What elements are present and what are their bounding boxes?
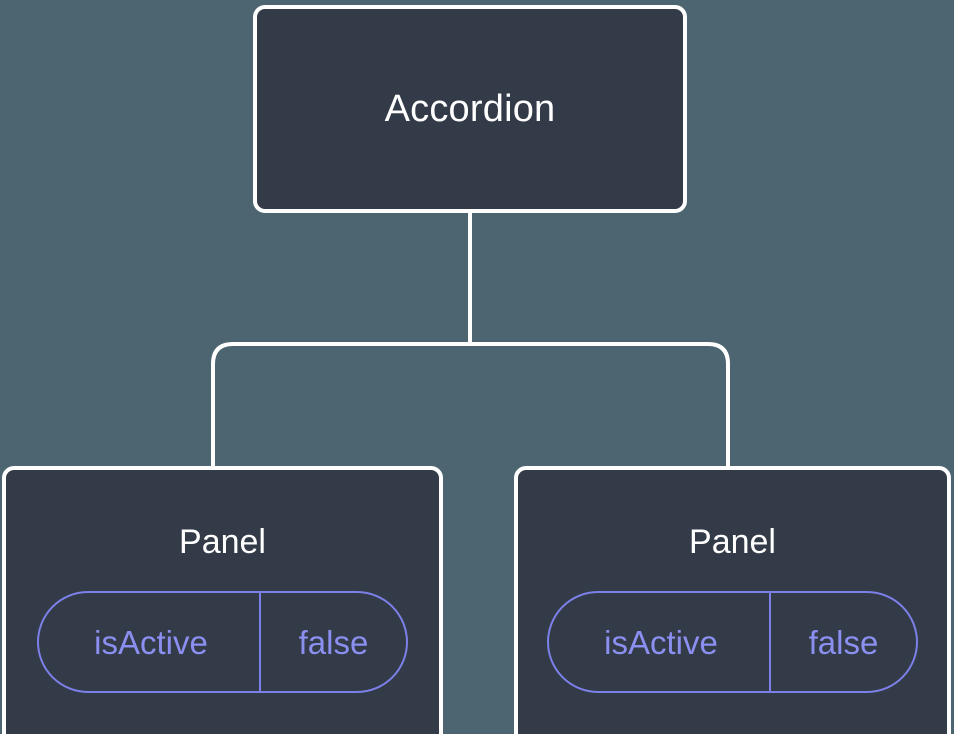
node-panel-2-label: Panel xyxy=(689,523,776,561)
node-panel-1-label: Panel xyxy=(179,523,266,561)
node-accordion[interactable]: Accordion xyxy=(253,5,687,213)
prop-badge-is-active-1[interactable]: isActive false xyxy=(37,591,408,693)
prop-key-2: isActive xyxy=(604,623,718,661)
prop-value-1: false xyxy=(259,593,406,691)
prop-badge-is-active-2[interactable]: isActive false xyxy=(547,591,918,693)
node-panel-2[interactable]: Panel isActive false xyxy=(514,466,951,734)
edge-branch-bar xyxy=(211,342,730,466)
prop-key-1: isActive xyxy=(94,623,208,661)
node-accordion-label: Accordion xyxy=(384,88,556,130)
node-panel-1[interactable]: Panel isActive false xyxy=(2,466,443,734)
prop-value-2: false xyxy=(769,593,916,691)
